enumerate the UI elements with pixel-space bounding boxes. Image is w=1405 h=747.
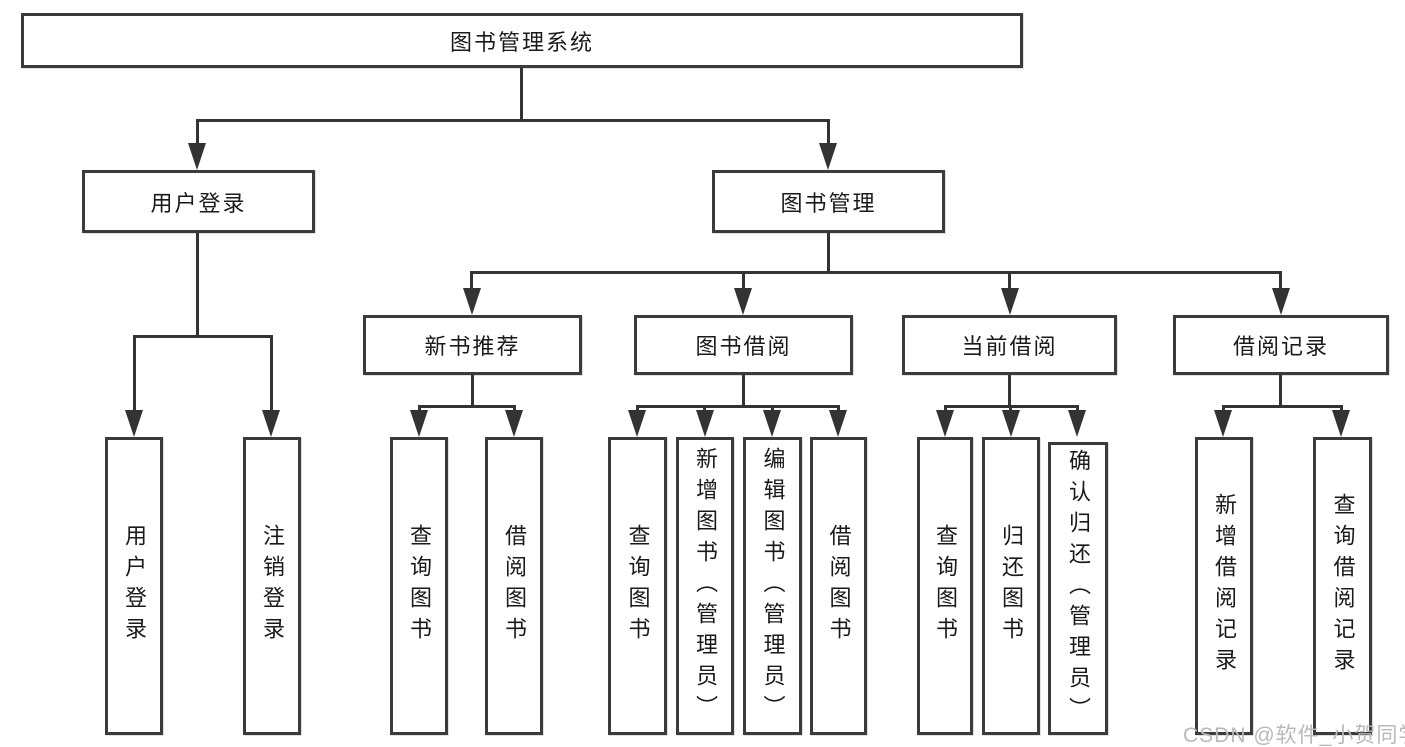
connector-line: [196, 119, 830, 122]
leaf-return-books: 归还图书: [982, 437, 1040, 735]
connector-line: [1008, 271, 1011, 291]
arrow-down-icon: [1214, 410, 1232, 437]
connector-line: [1279, 375, 1282, 408]
arrow-down-icon: [696, 410, 714, 437]
leaf-confirm-return-admin: 确认归还（管理员）: [1048, 442, 1108, 735]
arrow-down-icon: [1068, 410, 1086, 437]
connector-line: [133, 335, 273, 338]
leaf-borrow-books: 借阅图书: [810, 437, 867, 735]
arrow-down-icon: [936, 410, 954, 437]
node-user-login: 用户登录: [82, 170, 315, 233]
arrow-down-icon: [1332, 410, 1350, 437]
connector-line: [742, 375, 745, 408]
connector-line: [133, 335, 136, 415]
leaf-add-books-admin: 新增图书（管理员）: [676, 437, 734, 735]
leaf-add-borrow-record: 新增借阅记录: [1195, 437, 1253, 735]
connector-line: [470, 271, 1282, 274]
connector-line: [520, 68, 523, 121]
connector-line: [742, 271, 745, 291]
connector-line: [636, 405, 840, 408]
connector-line: [1279, 271, 1282, 291]
arrow-down-icon: [1272, 288, 1290, 315]
arrow-down-icon: [125, 410, 143, 437]
connector-line: [827, 233, 830, 274]
node-borrowing-records: 借阅记录: [1173, 315, 1389, 375]
node-current-borrowing: 当前借阅: [902, 315, 1117, 375]
arrow-down-icon: [829, 410, 847, 437]
connector-line: [470, 271, 473, 291]
arrow-down-icon: [628, 410, 646, 437]
leaf-query-books-recommend: 查询图书: [390, 437, 448, 735]
arrow-down-icon: [188, 143, 206, 170]
connector-line: [471, 375, 474, 408]
leaf-query-books-current: 查询图书: [917, 437, 973, 735]
node-library-system: 图书管理系统: [21, 13, 1023, 68]
connector-line: [1008, 375, 1011, 408]
arrow-down-icon: [819, 143, 837, 170]
connector-line: [827, 119, 830, 149]
arrow-down-icon: [463, 288, 481, 315]
arrow-down-icon: [734, 288, 752, 315]
csdn-watermark: CSDN @软件_小贺同学: [1183, 724, 1405, 747]
leaf-edit-books-admin: 编辑图书（管理员）: [743, 437, 802, 735]
leaf-logout: 注销登录: [243, 437, 301, 735]
leaf-query-books-borrow: 查询图书: [608, 437, 667, 735]
node-new-book-recommend: 新书推荐: [363, 315, 582, 375]
connector-line: [1222, 405, 1343, 408]
arrow-down-icon: [1002, 410, 1020, 437]
arrow-down-icon: [763, 410, 781, 437]
arrow-down-icon: [505, 410, 523, 437]
arrow-down-icon: [262, 410, 280, 437]
leaf-query-borrow-record: 查询借阅记录: [1313, 437, 1372, 735]
arrow-down-icon: [410, 410, 428, 437]
connector-line: [196, 233, 199, 337]
leaf-user-login: 用户登录: [105, 437, 163, 735]
node-book-borrowing: 图书借阅: [634, 315, 853, 375]
connector-line: [418, 405, 516, 408]
connector-line: [270, 335, 273, 415]
leaf-borrow-books-recommend: 借阅图书: [485, 437, 543, 735]
node-book-management: 图书管理: [712, 170, 945, 233]
arrow-down-icon: [1001, 288, 1019, 315]
connector-line: [196, 119, 199, 149]
